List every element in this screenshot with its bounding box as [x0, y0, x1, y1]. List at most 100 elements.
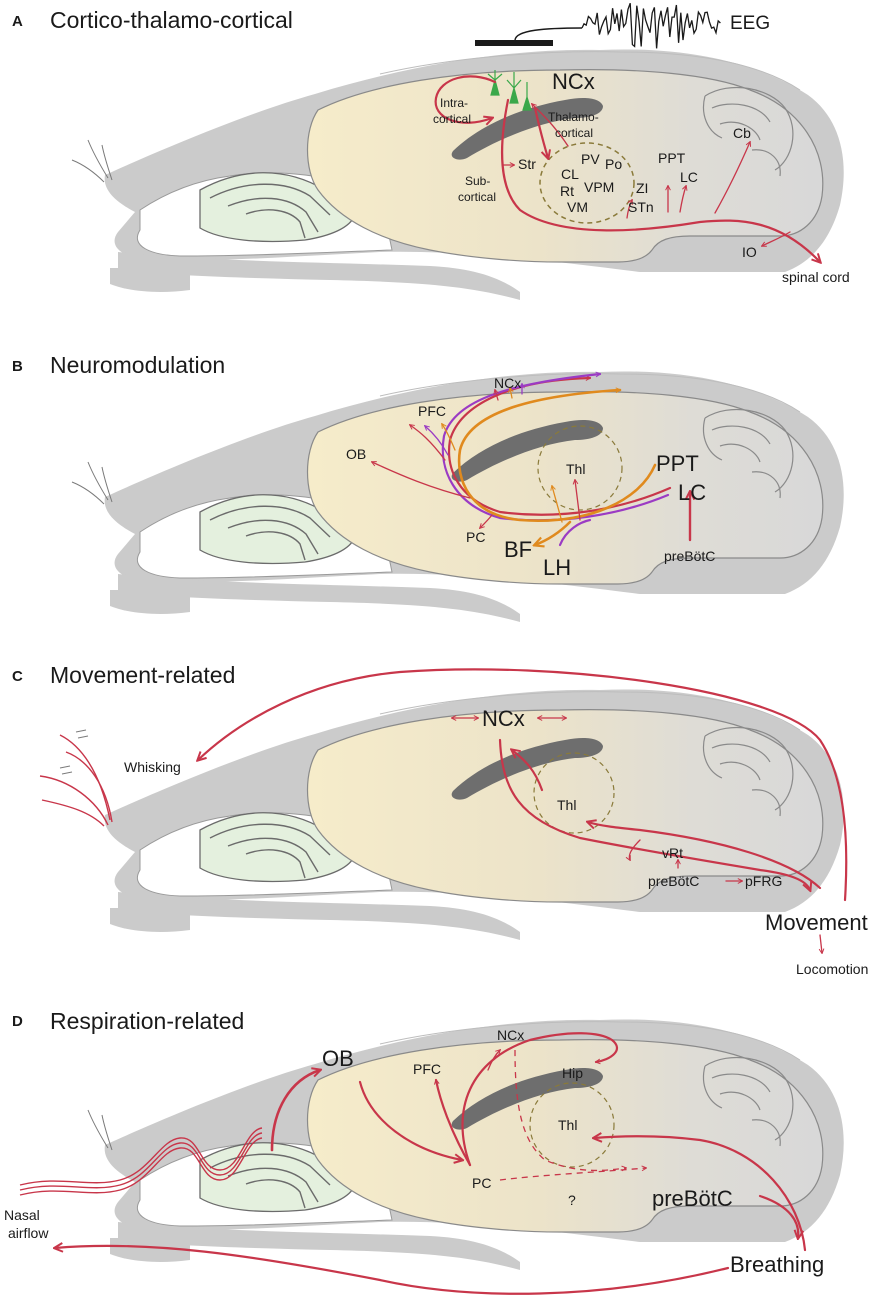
label-pv: PV — [581, 151, 600, 167]
label-io: IO — [742, 244, 757, 260]
to-pfc-arrow-orange — [442, 424, 456, 451]
to-pfc-arrow — [410, 425, 446, 461]
label-movement: Movement — [765, 910, 868, 935]
to-zi-arrow — [626, 200, 632, 219]
label-ppt: PPT — [658, 150, 686, 166]
whisking-arc-arrow — [198, 668, 848, 902]
label-rt: Rt — [560, 183, 574, 199]
nasal-airflow-waves — [19, 1127, 263, 1196]
to-cb-arrow — [714, 142, 750, 214]
to-pc-arrow — [480, 514, 493, 528]
label-prebotc: preBötC — [652, 1186, 733, 1211]
rat-head-illustration — [103, 688, 845, 941]
thl-to-ncx-arrow — [512, 750, 544, 792]
panel-letter: D — [12, 1013, 23, 1030]
thalamus-outline — [529, 1082, 615, 1168]
label-whisking: Whisking — [124, 759, 181, 775]
label-airflow: airflow — [8, 1225, 49, 1241]
label-thl: Thl — [566, 461, 585, 477]
label-breathing: Breathing — [730, 1252, 824, 1277]
pc-dashed-arrow — [499, 1168, 646, 1181]
to-thl-arrow — [575, 480, 581, 521]
label-prebotc: preBötC — [664, 548, 715, 564]
label-lc: LC — [678, 480, 706, 505]
breathing-to-nasal-arrow — [55, 1246, 730, 1295]
to-ncx-arrow — [495, 390, 498, 401]
label-stn: STn — [628, 199, 654, 215]
rat-head-illustration — [103, 1018, 845, 1271]
label-ob: OB — [346, 446, 366, 462]
thalamus-outline — [533, 752, 615, 834]
label-spinal-cord: spinal cord — [782, 269, 850, 285]
whisker-icon — [71, 461, 113, 505]
lh-purple-pathway — [558, 518, 592, 547]
label-intra: Intra- — [440, 96, 468, 110]
red-pathway — [448, 378, 672, 516]
label-lc: LC — [680, 169, 698, 185]
panel-title: Neuromodulation — [50, 352, 225, 378]
panel-letter: A — [12, 13, 23, 30]
whisker-icon — [87, 1109, 113, 1151]
label-locomotion: Locomotion — [796, 961, 868, 977]
to-thl-arrow-orange — [552, 486, 563, 523]
label-nasal: Nasal — [4, 1207, 40, 1223]
label-thl: Thl — [558, 1117, 577, 1133]
whisker-icon — [71, 139, 113, 183]
panel-b: B Neuromodulation NCx — [12, 352, 845, 623]
thalamocortical-return-arrow — [532, 104, 569, 147]
subcortical-descending-arrow — [501, 98, 820, 262]
panel-a: A Cortico-thalamo-cortical EEG — [12, 2, 850, 301]
label-thalamo-cortical: cortical — [555, 126, 593, 140]
to-ncx-arrow-orange — [510, 388, 512, 399]
nasal-to-ob-arrow — [270, 1070, 320, 1152]
label-vrt: vRt — [662, 845, 683, 861]
prebotc-to-breathing-arrow — [758, 1194, 798, 1238]
eeg-electrode — [475, 40, 553, 46]
panel-c: C Movement-related NCx Whisking Thl vRt … — [12, 662, 868, 977]
movement-to-locomotion-arrow — [820, 934, 822, 953]
intracortical-arrow — [434, 75, 497, 122]
label-sub-cortical: cortical — [458, 190, 496, 204]
movement-to-thl-arrow — [588, 822, 822, 890]
label-prebotc: preBötC — [648, 873, 699, 889]
pc-to-pfc-arrow — [436, 1080, 472, 1167]
to-pfc-arrow-purple — [425, 426, 449, 456]
label-cb: Cb — [733, 125, 751, 141]
pc-to-hip-arrow — [461, 1032, 619, 1167]
panel-title: Cortico-thalamo-cortical — [50, 7, 293, 33]
label-sub: Sub- — [465, 174, 490, 188]
label-thalamo: Thalamo- — [548, 110, 599, 124]
ob-to-pc-arrow — [358, 1080, 462, 1160]
to-io-arrow — [762, 231, 791, 246]
thalamocortical-arrow — [533, 106, 548, 158]
label-cl: CL — [561, 166, 579, 182]
label-ncx: NCx — [497, 1027, 524, 1043]
to-ncx-arrow — [487, 1050, 500, 1071]
label-ncx: NCx — [552, 69, 595, 94]
label-pfc: PFC — [413, 1061, 441, 1077]
label-thl: Thl — [557, 797, 576, 813]
purple-pathway — [441, 374, 670, 522]
panel-letter: C — [12, 668, 23, 685]
label-pfc: PFC — [418, 403, 446, 419]
label-lh: LH — [543, 555, 571, 580]
label-vpm: VPM — [584, 179, 614, 195]
label-bf: BF — [504, 537, 532, 562]
label-zi: ZI — [636, 180, 648, 196]
label-ob: OB — [322, 1046, 354, 1071]
eeg-lead — [514, 27, 583, 41]
label-str: Str — [518, 156, 536, 172]
to-vrt-arrow — [629, 839, 641, 860]
whisker-icon — [39, 734, 113, 827]
to-ob-arrow — [372, 462, 471, 499]
label-intra-cortical: cortical — [433, 112, 471, 126]
panel-title: Movement-related — [50, 662, 235, 688]
ncx-to-movement-arrow — [498, 738, 810, 890]
label-ppt: PPT — [656, 451, 699, 476]
to-lc-arrow — [679, 186, 686, 213]
panel-letter: B — [12, 358, 23, 375]
label-pc: PC — [472, 1175, 491, 1191]
label-ncx: NCx — [494, 375, 521, 391]
label-question: ? — [568, 1192, 576, 1208]
